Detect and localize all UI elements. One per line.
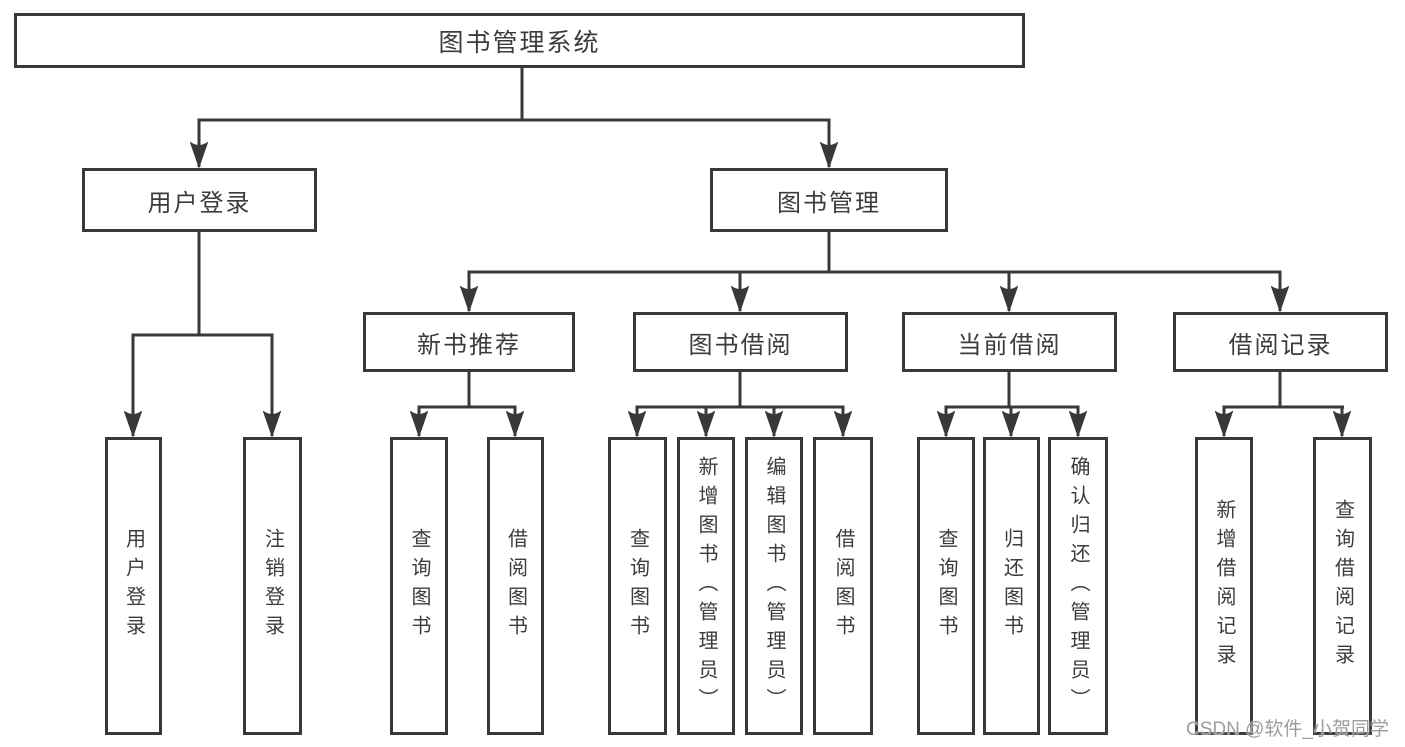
node-leaf-query-books-borrowing: 查询图书 (608, 437, 667, 735)
node-leaf-logout: 注销登录 (243, 437, 302, 735)
node-current-borrowing: 当前借阅 (902, 312, 1117, 372)
node-leaf-query-books-recommend: 查询图书 (390, 437, 448, 735)
node-book-borrowing: 图书借阅 (633, 312, 848, 372)
node-leaf-borrow-books-recommend: 借阅图书 (487, 437, 544, 735)
node-leaf-edit-book-admin: 编辑图书（管理员） (745, 437, 803, 735)
node-user-login-branch: 用户登录 (82, 168, 317, 232)
node-new-book-recommendation: 新书推荐 (363, 312, 575, 372)
node-borrowing-records: 借阅记录 (1173, 312, 1388, 372)
node-book-management-branch: 图书管理 (710, 168, 948, 232)
node-leaf-query-borrow-record: 查询借阅记录 (1313, 437, 1372, 735)
node-leaf-add-borrow-record: 新增借阅记录 (1195, 437, 1253, 735)
node-leaf-query-books-current: 查询图书 (917, 437, 975, 735)
node-leaf-confirm-return-admin: 确认归还（管理员） (1048, 437, 1108, 735)
node-leaf-add-book-admin: 新增图书（管理员） (677, 437, 735, 735)
node-leaf-return-books: 归还图书 (983, 437, 1040, 735)
node-leaf-user-login: 用户登录 (105, 437, 162, 735)
watermark: CSDN @软件_小贺同学 (1186, 719, 1389, 740)
node-library-management-system: 图书管理系统 (14, 13, 1025, 68)
node-leaf-borrow-books: 借阅图书 (813, 437, 873, 735)
